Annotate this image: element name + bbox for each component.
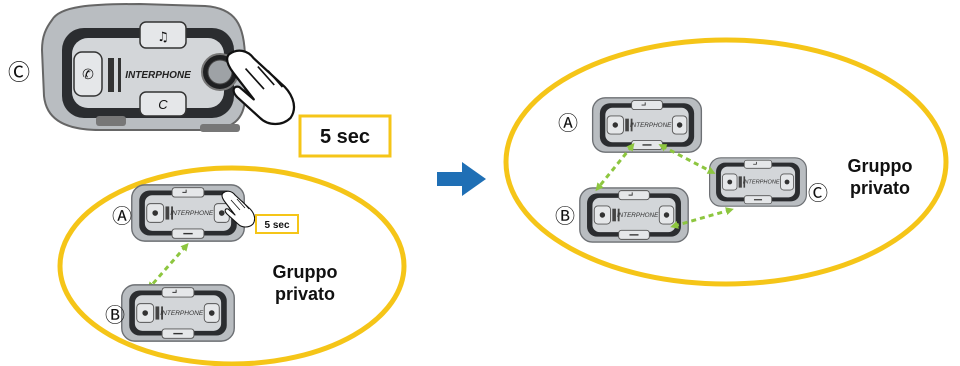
group-label-right-line1: Gruppo [848,156,913,176]
large-device-c: INTERPHONE ♫ ✆ C [40,2,246,132]
label-b-right: Ⓑ [555,204,575,228]
link-b-c-right [670,207,734,229]
label-a-right: Ⓐ [558,111,578,135]
timer-box-large: 5 sec [298,114,392,158]
arrow-right-icon [437,162,486,196]
group-label-left-line2: privato [275,284,335,304]
group-label-right-line2: privato [850,178,910,198]
group-ellipse-right [503,37,949,287]
intercom-icon: C [158,97,168,112]
phone-icon: ✆ [82,67,94,83]
device-c-right [709,157,807,207]
device-b-right [579,187,689,243]
device-b-left [121,284,235,342]
group-label-left-line1: Gruppo [273,262,338,282]
device-a-right [591,97,703,153]
label-c-large: Ⓒ [8,61,30,86]
label-a-left: Ⓐ [112,204,132,228]
group-ellipse-left [57,165,407,366]
label-b-left: Ⓑ [105,303,125,327]
timer-label-small: 5 sec [264,220,289,231]
link-a-c-right [658,144,716,174]
timer-box-small: 5 sec [255,214,299,234]
device-brand-label: INTERPHONE [125,70,191,81]
label-c-right: Ⓒ [808,181,828,205]
link-a-b-right [595,142,635,192]
timer-label-large: 5 sec [320,126,370,148]
music-note-icon: ♫ [157,30,169,45]
link-a-b-left [147,242,189,291]
